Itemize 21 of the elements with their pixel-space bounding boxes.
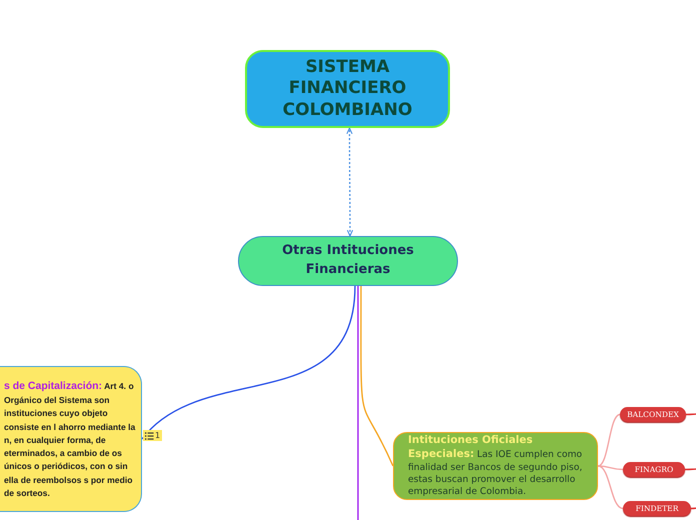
node-text: Intituciones Oficiales Especiales: Las IOE cumplen como finalidad ser Bancos de segundo piso, estas buscan promover el desarrollo empresarial de Colombia. xyxy=(408,434,584,498)
branch-line xyxy=(690,507,696,510)
subtopic-box xyxy=(0,366,142,512)
branch-line xyxy=(598,465,624,470)
entity-pill xyxy=(623,501,691,516)
branch-line xyxy=(360,286,394,466)
topic-box xyxy=(238,236,458,286)
branch-line xyxy=(685,468,696,470)
node-text: SISTEMA FINANCIERO COLOMBIANO xyxy=(282,57,414,121)
branch-line xyxy=(598,465,624,510)
entity-pill xyxy=(620,407,686,422)
entity-pill xyxy=(623,462,685,477)
branch-line xyxy=(357,286,359,520)
subtopic-box xyxy=(393,432,598,500)
note-count: 1 xyxy=(155,431,160,440)
node-text: Otras Intituciones Financieras xyxy=(281,242,415,279)
branch-line xyxy=(686,413,696,416)
central-topic-box xyxy=(245,50,450,128)
dotted-connector xyxy=(346,127,354,237)
branch-line xyxy=(598,414,620,467)
node-text: s de Capitalización: Art 4. o Orgánico del Sistema son instituciones cuyo objeto consiste en l ahorro mediante la n, en cualquier forma, de eterminados, a cambio de os únicos o periódicos, con o sin ella de reembolsos s por medio de sorteos. xyxy=(4,378,136,500)
